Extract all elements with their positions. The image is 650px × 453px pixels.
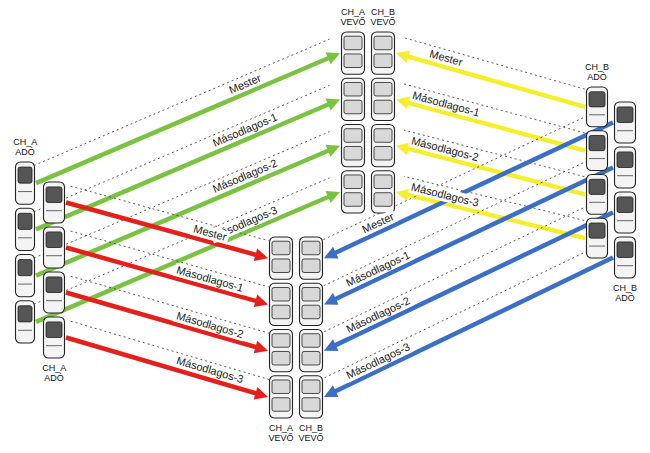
beam-detector	[585, 85, 609, 260]
sensor-column: CH_A ADÓ	[42, 180, 66, 360]
beam-arrow	[66, 231, 269, 307]
arrow-head	[254, 248, 268, 261]
arrow-head	[324, 247, 339, 259]
beam-guide	[320, 197, 605, 333]
arrow-head	[324, 293, 339, 305]
beam-detector	[42, 180, 66, 360]
beam-arrow	[396, 176, 589, 238]
sensor-column: CH_B VEVŐ	[298, 235, 324, 420]
column-label-text: CH_A ADÓ	[42, 363, 66, 383]
sensor-column: CH_B ADÓ	[613, 100, 637, 280]
beam-shaft	[66, 248, 257, 302]
beam-label: Mester	[225, 71, 265, 97]
beam-shaft	[66, 293, 257, 348]
column-label: CH_B VEVŐ	[298, 423, 323, 443]
arrow-head	[324, 339, 339, 351]
arrow-head	[396, 50, 410, 63]
arrow-head	[325, 191, 340, 203]
column-label: CH_B ADÓ	[613, 283, 637, 303]
beam-arrow	[29, 39, 340, 183]
arrow-head	[325, 99, 340, 111]
sensor-column: CH_B ADÓ	[585, 85, 609, 260]
beam-guide	[320, 152, 605, 287]
beam-detector	[268, 235, 294, 420]
beam-guide	[29, 85, 329, 213]
beam-detector	[370, 30, 396, 215]
arrow-head	[254, 387, 268, 399]
beam-label: Másodlagos-2	[173, 308, 247, 340]
column-label: CH_B VEVŐ	[370, 7, 395, 27]
beam-detector	[14, 160, 36, 345]
beam-label: Másodlagos-2	[409, 134, 483, 164]
sensor-column: CH_B VEVŐ	[370, 30, 396, 215]
beam-label: Másodlagos-2	[209, 156, 281, 196]
beam-label: Másodlagos-2	[342, 293, 413, 336]
column-label: CH_B ADÓ	[585, 62, 609, 82]
beam-label: Mester	[358, 209, 397, 236]
beam-label: Másodlagos-3	[408, 180, 482, 210]
column-label-text: CH_B VEVŐ	[370, 7, 395, 27]
beam-shaft	[66, 338, 257, 394]
beam-label: Másodlagos-3	[342, 339, 413, 382]
beam-arrow	[29, 85, 340, 229]
beam-guide	[29, 39, 329, 167]
arrow-head	[254, 341, 268, 353]
beam-label: Másodlagos-1	[409, 88, 483, 119]
arrow-head	[396, 97, 410, 110]
arrow-head	[325, 145, 340, 157]
arrow-head	[325, 52, 340, 64]
arrow-head	[254, 295, 268, 308]
beam-shaft	[334, 258, 613, 393]
column-label: CH_A ADÓ	[13, 137, 37, 157]
sensor-column: CH_A VEVŐ	[268, 235, 294, 420]
column-label-text: CH_B ADÓ	[585, 62, 609, 82]
column-label-text: CH_A VEVŐ	[340, 7, 365, 27]
beam-arrow	[29, 178, 340, 322]
column-label: CH_A VEVŐ	[268, 423, 293, 443]
sensor-column: CH_A VEVŐ	[340, 30, 366, 215]
beam-label: Mester	[426, 47, 466, 69]
beam-label: Másodlagos-1	[173, 263, 247, 295]
arrow-head	[324, 385, 339, 397]
beam-detector	[298, 235, 324, 420]
beam-arrow	[320, 242, 613, 397]
column-label: CH_A VEVŐ	[340, 7, 365, 27]
beam-guide	[320, 107, 605, 241]
beam-shaft	[407, 194, 585, 238]
beam-label: Másodlagos-1	[209, 110, 281, 150]
column-label-text: CH_B ADÓ	[613, 283, 637, 303]
beam-label: Másodlagos-3	[173, 354, 247, 387]
column-label-text: CH_B VEVŐ	[298, 423, 323, 443]
column-label: CH_A ADÓ	[42, 363, 66, 383]
beam-label: Másodlagos-1	[342, 248, 413, 291]
sensor-column: CH_A ADÓ	[14, 160, 36, 345]
column-label-text: CH_A VEVŐ	[268, 423, 293, 443]
column-label-text: CH_A ADÓ	[13, 137, 37, 157]
beam-detector	[340, 30, 366, 215]
beam-guide	[320, 242, 605, 380]
beam-detector	[613, 100, 637, 280]
beam-arrow	[29, 132, 340, 276]
